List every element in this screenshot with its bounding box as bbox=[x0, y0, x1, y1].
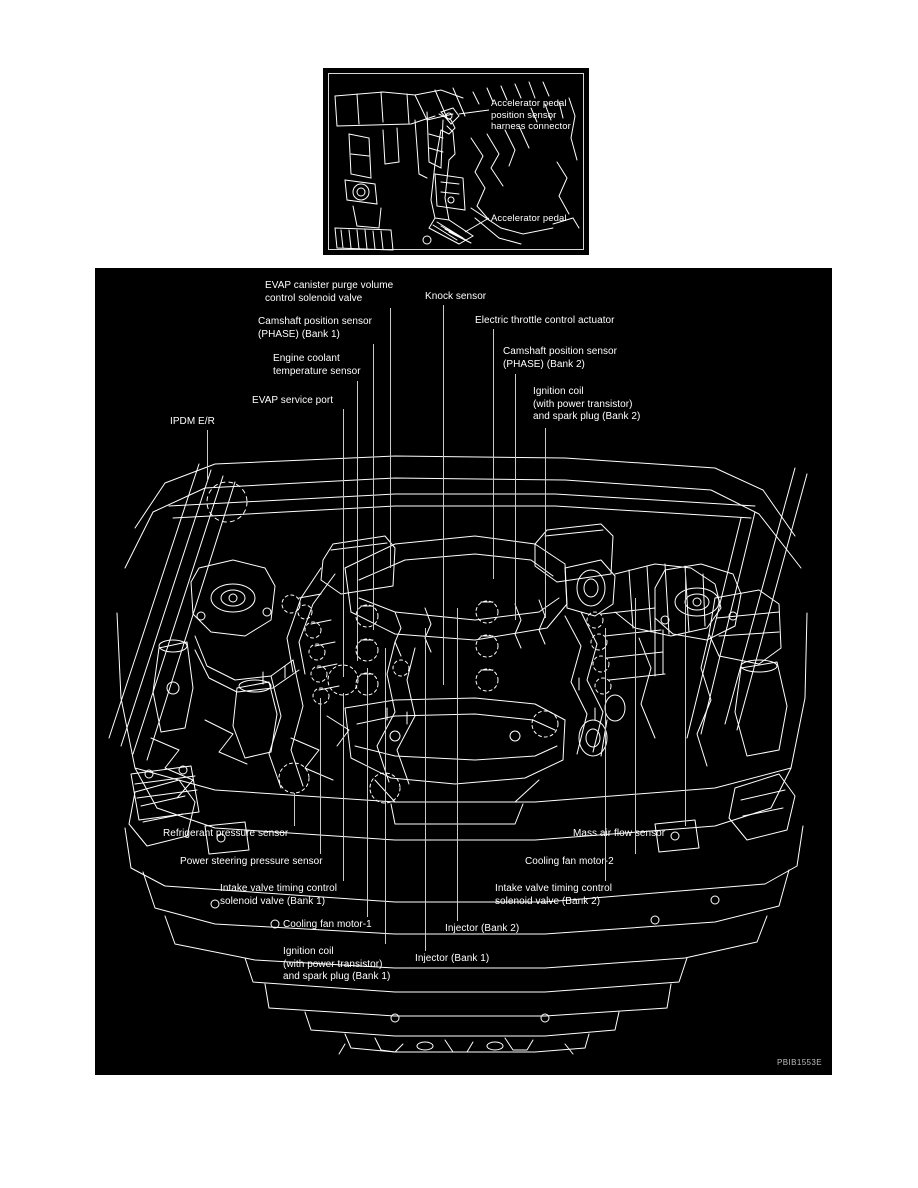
label-intake-valve-timing-control-solenoid-valve-bank-1: Intake valve timing control solenoid val… bbox=[220, 883, 337, 907]
leader-ignition-coil-bank-2 bbox=[545, 428, 546, 618]
leader-intake-valve-timing-control-solenoid-valve-bank-1 bbox=[343, 693, 344, 881]
label-injector-bank-1: Injector (Bank 1) bbox=[415, 953, 490, 964]
leader-engine-coolant-temperature-sensor bbox=[357, 381, 358, 661]
leader-mass-air-flow-sensor bbox=[685, 568, 686, 826]
leader-electric-throttle-control-actuator bbox=[493, 329, 494, 579]
label-ignition-coil-bank-1: Ignition coil (with power transistor) an… bbox=[283, 946, 391, 982]
leader-camshaft-position-sensor-phase-bank-1 bbox=[373, 344, 374, 630]
inset-label-accelerator-pedal-position-sensor-harness-connector: Accelerator pedal position sensor harnes… bbox=[491, 98, 571, 132]
label-ipdm-er: IPDM E/R bbox=[170, 416, 215, 427]
leader-cooling-fan-motor-1 bbox=[367, 668, 368, 917]
leader-camshaft-position-sensor-phase-bank-2 bbox=[515, 374, 516, 620]
leader-ipdm-er bbox=[207, 430, 208, 482]
label-cooling-fan-motor-2: Cooling fan motor-2 bbox=[525, 856, 614, 867]
accelerator-pedal-inset-figure: Accelerator pedal position sensor harnes… bbox=[320, 65, 592, 258]
label-knock-sensor: Knock sensor bbox=[425, 291, 487, 302]
label-intake-valve-timing-control-solenoid-valve-bank-2: Intake valve timing control solenoid val… bbox=[495, 883, 612, 907]
leader-evap-canister-purge-volume-control-solenoid-valve bbox=[390, 308, 391, 568]
engine-bay-line-art bbox=[108, 455, 808, 1055]
accelerator-pedal-line-art bbox=[334, 81, 580, 251]
leader-ignition-coil-bank-1 bbox=[385, 648, 386, 944]
leader-evap-service-port bbox=[343, 409, 344, 677]
label-engine-coolant-temperature-sensor: Engine coolant temperature sensor bbox=[273, 353, 361, 377]
label-evap-service-port: EVAP service port bbox=[252, 395, 334, 406]
figure-reference-code: PBIB1553E bbox=[777, 1058, 822, 1067]
inset-label-accelerator-pedal: Accelerator pedal bbox=[491, 213, 567, 224]
leader-cooling-fan-motor-2 bbox=[635, 598, 636, 854]
label-camshaft-position-sensor-phase-bank-1: Camshaft position sensor (PHASE) (Bank 1… bbox=[258, 316, 373, 340]
label-injector-bank-2: Injector (Bank 2) bbox=[445, 923, 520, 934]
label-camshaft-position-sensor-phase-bank-2: Camshaft position sensor (PHASE) (Bank 2… bbox=[503, 346, 618, 370]
leader-injector-bank-2 bbox=[457, 608, 458, 921]
label-cooling-fan-motor-1: Cooling fan motor-1 bbox=[283, 919, 372, 930]
leader-refrigerant-pressure-sensor bbox=[294, 793, 295, 826]
label-electric-throttle-control-actuator: Electric throttle control actuator bbox=[475, 315, 615, 326]
leader-injector-bank-1 bbox=[425, 628, 426, 951]
leader-power-steering-pressure-sensor bbox=[320, 698, 321, 854]
leader-intake-valve-timing-control-solenoid-valve-bank-2 bbox=[605, 628, 606, 881]
label-evap-canister-purge-volume-control-solenoid-valve: EVAP canister purge volume control solen… bbox=[265, 280, 394, 304]
leader-knock-sensor bbox=[443, 305, 444, 685]
label-mass-air-flow-sensor: Mass air flow sensor bbox=[573, 828, 666, 839]
label-refrigerant-pressure-sensor: Refrigerant pressure sensor bbox=[163, 828, 289, 839]
engine-compartment-figure: EVAP canister purge volume control solen… bbox=[95, 268, 832, 1075]
label-power-steering-pressure-sensor: Power steering pressure sensor bbox=[180, 856, 323, 867]
label-ignition-coil-bank-2: Ignition coil (with power transistor) an… bbox=[533, 386, 641, 422]
